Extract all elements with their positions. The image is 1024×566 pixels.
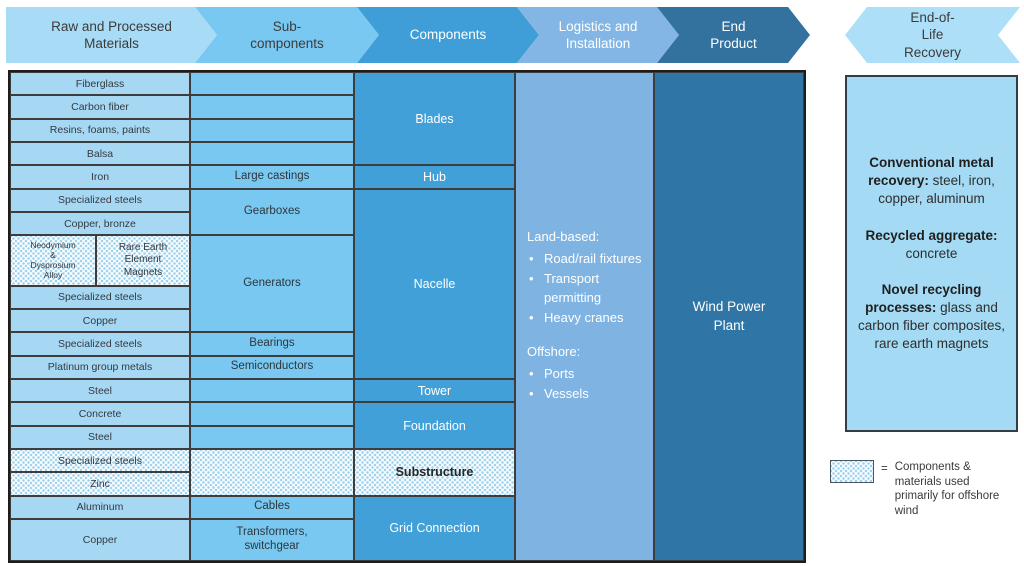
subcomponent-empty-cell	[190, 95, 354, 119]
component-foundation: Foundation	[354, 402, 515, 449]
logistics-offshore-item: Vessels	[527, 385, 589, 404]
legend-equals-sign: =	[881, 463, 888, 475]
offshore-pattern-swatch	[830, 460, 874, 483]
material-steel-1: Steel	[10, 378, 190, 403]
material-neodymium-dysprosium: Neodymium & Dysprosium Alloy	[10, 235, 96, 286]
material-concrete: Concrete	[10, 402, 190, 426]
logistics-land-item: Transport permitting	[527, 270, 647, 308]
subcomponent-empty-cell	[190, 72, 354, 96]
material-rare-earth-magnets: Rare Earth Element Magnets	[96, 235, 190, 286]
legend-text: Components & materials used primarily fo…	[894, 461, 1000, 517]
material-specialized-steels-2: Specialized steels	[10, 285, 190, 309]
material-fiberglass: Fiberglass	[10, 72, 190, 96]
component-blades: Blades	[354, 72, 515, 166]
stage-end-product-chevron: End Product	[657, 7, 810, 63]
material-copper-1: Copper	[10, 308, 190, 333]
subcomponent-semiconductors: Semiconductors	[190, 355, 354, 379]
stage-logistics-chevron: Logistics and Installation	[517, 7, 679, 63]
recovery-section-heading: Novel recycling processes:	[865, 282, 982, 316]
recovery-section-body: glass and carbon fiber composites, rare …	[857, 300, 1006, 351]
end-product-cell: Wind Power Plant	[654, 72, 804, 561]
supply-chain-table: Fiberglass Carbon fiber Resins, foams, p…	[8, 70, 806, 563]
material-resins-foams-paints: Resins, foams, paints	[10, 118, 190, 143]
component-tower: Tower	[354, 378, 515, 403]
logistics-offshore-list: Ports Vessels	[527, 364, 589, 405]
recovery-box: Conventional metal recovery: steel, iron…	[845, 75, 1018, 432]
offshore-legend: = Components & materials used primarily …	[830, 460, 1001, 518]
recovery-section-aggregate: Recycled aggregate: concrete	[854, 227, 1009, 263]
material-iron: Iron	[10, 165, 190, 189]
subcomponent-large-castings: Large castings	[190, 165, 354, 189]
material-zinc: Zinc	[10, 472, 190, 496]
stage-raw-materials-chevron: Raw and Processed Materials	[6, 7, 217, 63]
material-specialized-steels-offshore: Specialized steels	[10, 448, 190, 473]
logistics-land-item: Road/rail fixtures	[527, 250, 647, 269]
material-carbon-fiber: Carbon fiber	[10, 95, 190, 119]
stage-components-chevron: Components	[357, 7, 539, 63]
recovery-section-novel: Novel recycling processes: glass and car…	[854, 281, 1009, 352]
subcomponent-transformers-switchgear: Transformers, switchgear	[190, 518, 354, 561]
stage-subcomponents-chevron: Sub- components	[195, 7, 379, 63]
recovery-section-body: concrete	[905, 245, 958, 261]
subcomponent-empty-cell	[190, 402, 354, 426]
material-copper-2: Copper	[10, 518, 190, 561]
subcomponent-empty-cell	[190, 118, 354, 143]
logistics-land-heading: Land-based:	[527, 229, 600, 245]
material-balsa: Balsa	[10, 142, 190, 166]
material-copper-bronze: Copper, bronze	[10, 212, 190, 236]
material-aluminum: Aluminum	[10, 495, 190, 519]
logistics-offshore-item: Ports	[527, 365, 589, 384]
subcomponent-bearings: Bearings	[190, 332, 354, 356]
recovery-section-heading: Recycled aggregate:	[865, 227, 998, 243]
subcomponent-empty-cell	[190, 142, 354, 166]
subcomponent-empty-offshore-cell	[190, 448, 354, 496]
component-nacelle: Nacelle	[354, 188, 515, 379]
logistics-cell: Land-based: Road/rail fixtures Transport…	[515, 72, 654, 561]
subcomponent-empty-cell	[190, 425, 354, 449]
logistics-land-item: Heavy cranes	[527, 309, 647, 328]
recovery-section-body: steel, iron, copper, aluminum	[878, 173, 995, 206]
material-specialized-steels-3: Specialized steels	[10, 332, 190, 356]
stage-end-of-life-chevron: End-of- Life Recovery	[845, 7, 1020, 63]
material-steel-2: Steel	[10, 425, 190, 449]
logistics-land-list: Road/rail fixtures Transport permitting …	[527, 249, 647, 328]
material-specialized-steels-1: Specialized steels	[10, 188, 190, 213]
component-substructure: Substructure	[354, 448, 515, 496]
logistics-offshore-heading: Offshore:	[527, 344, 581, 360]
subcomponent-generators: Generators	[190, 235, 354, 333]
subcomponent-gearboxes: Gearboxes	[190, 188, 354, 236]
material-platinum-group-metals: Platinum group metals	[10, 355, 190, 379]
subcomponent-empty-cell	[190, 378, 354, 403]
recovery-section-heading: Conventional metal recovery:	[868, 155, 994, 189]
subcomponent-cables: Cables	[190, 495, 354, 519]
component-grid-connection: Grid Connection	[354, 495, 515, 561]
component-hub: Hub	[354, 165, 515, 189]
recovery-section-conventional: Conventional metal recovery: steel, iron…	[854, 154, 1009, 207]
